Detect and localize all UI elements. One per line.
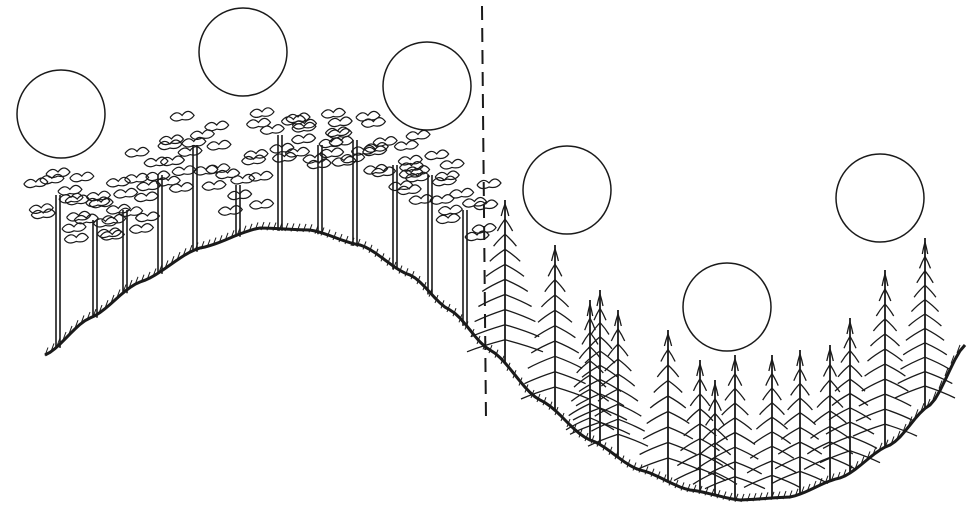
broadleaf-tree (159, 111, 231, 251)
spruce-tree (521, 245, 589, 410)
circle-3 (383, 42, 471, 130)
spruce-tree (804, 345, 856, 481)
circle-1 (17, 70, 105, 158)
spruce-tree (588, 310, 648, 457)
broadleaf-tree (320, 108, 389, 246)
zone-divider-dashed-line (482, 6, 486, 420)
circle-6 (836, 154, 924, 242)
circle-2 (199, 8, 287, 96)
broadleaf-tree (59, 191, 130, 317)
broadleaf-tree (363, 130, 430, 269)
spruce-tree (853, 270, 917, 447)
circles-group (17, 8, 924, 351)
spruce-tree (772, 350, 828, 494)
broadleaf-tree (89, 177, 161, 293)
circle-4 (523, 146, 611, 234)
circle-5 (683, 263, 771, 351)
spruce-tree (674, 360, 726, 492)
spruce-tree (744, 355, 800, 498)
spruce-tree-group (467, 200, 955, 499)
spruce-tree (705, 355, 765, 499)
spruce-tree (895, 238, 955, 408)
